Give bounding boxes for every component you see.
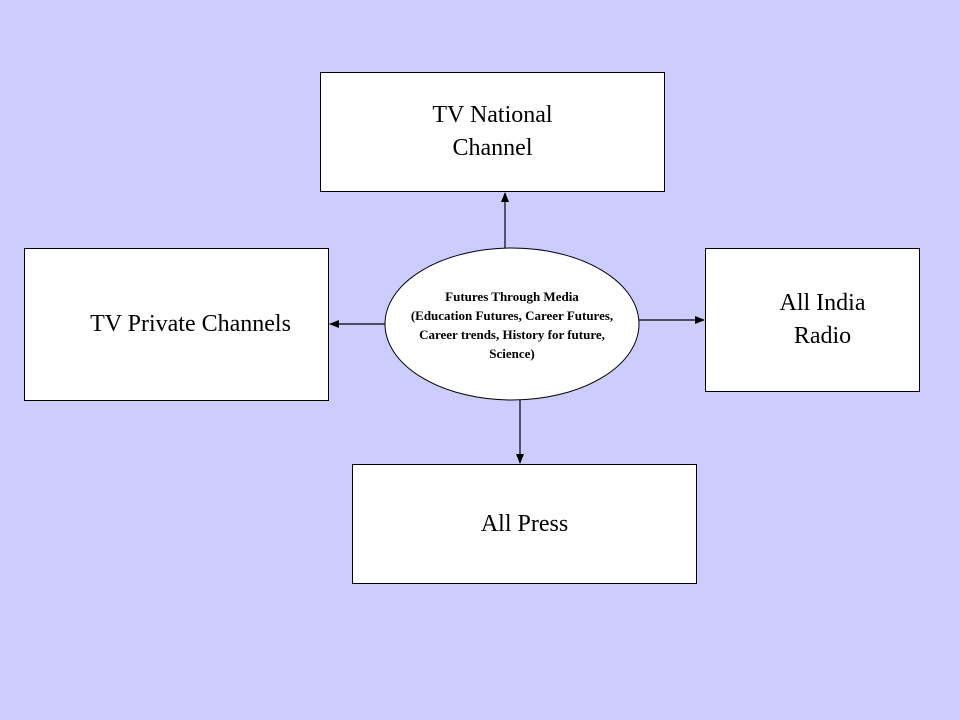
node-label-line: TV National [432, 102, 553, 128]
node-label-line: Channel [452, 135, 533, 161]
hub-detail-line: (Education Futures, Career Futures, [410, 307, 614, 323]
hub-label: Futures Through Media (Education Futures… [385, 248, 639, 401]
node-tv-national-channel: TV National Channel [320, 72, 665, 192]
node-all-india-radio: All India Radio [705, 248, 920, 392]
node-label-line: All India [779, 290, 866, 316]
node-all-press: All Press [352, 464, 697, 584]
node-label-line: Radio [793, 323, 852, 349]
hub-detail-line: Science) [489, 345, 535, 361]
node-label-line: TV Private Channels [90, 311, 291, 337]
hub-detail-line: Career trends, History for future, [419, 326, 605, 342]
node-tv-private-channels: TV Private Channels [24, 248, 329, 401]
node-label-line: All Press [480, 510, 569, 537]
hub-title: Futures Through Media [445, 288, 579, 304]
